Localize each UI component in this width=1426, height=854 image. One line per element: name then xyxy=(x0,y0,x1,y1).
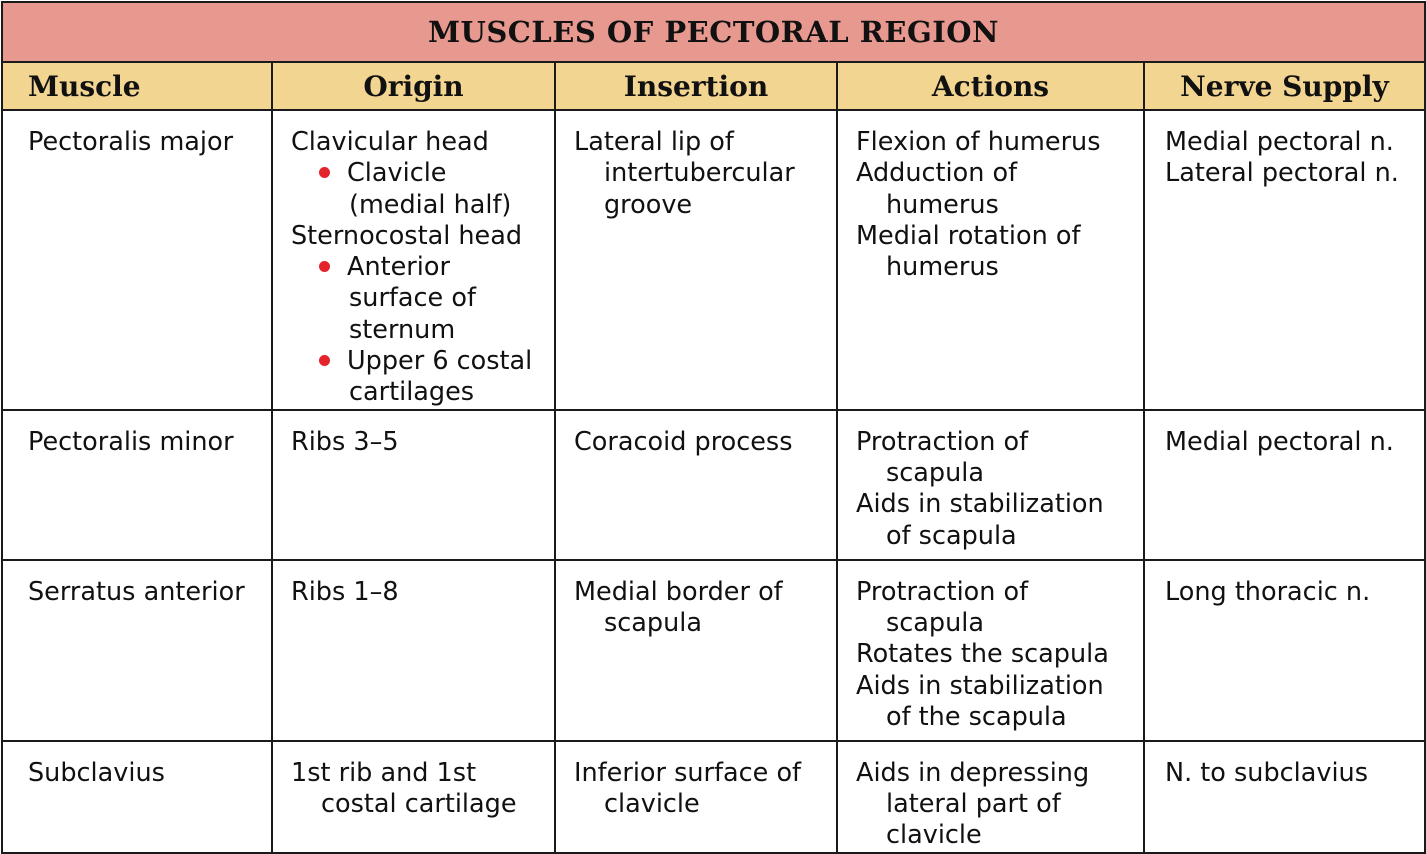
actions-cell: Protraction of scapula Rotates the scapu… xyxy=(836,558,1145,742)
action-line: Rotates the scapula xyxy=(856,639,1109,670)
origin-cell: Ribs 1–8 xyxy=(271,558,556,742)
nerve-line: Medial pectoral n. xyxy=(1165,127,1394,157)
muscle-cell: Subclavius xyxy=(1,739,273,854)
origin-bullet-item: Anterior surface of sternum xyxy=(291,252,544,346)
action-line: Aids in depressing lateral part of clavi… xyxy=(856,757,1090,851)
table-row: Pectoralis major Clavicular head Clavicl… xyxy=(1,109,1426,411)
origin-line: Ribs 3–5 xyxy=(291,426,399,457)
table-title: MUSCLES OF PECTORAL REGION xyxy=(1,1,1426,63)
insertion-cell: Lateral lip of intertubercular groove xyxy=(554,109,838,411)
actions-cell: Aids in depressing lateral part of clavi… xyxy=(836,739,1145,854)
header-row: Muscle Origin Insertion Actions Nerve Su… xyxy=(1,61,1426,111)
nerve-line: Medial pectoral n. xyxy=(1165,426,1394,457)
insertion-line: Inferior surface of clavicle xyxy=(574,757,802,819)
insertion-line: Coracoid process xyxy=(574,426,793,457)
actions-cell: Protraction of scapula Aids in stabiliza… xyxy=(836,408,1145,561)
actions-cell: Flexion of humerus Adduction of humerus … xyxy=(836,109,1145,411)
nerve-line: Lateral pectoral n. xyxy=(1165,158,1399,189)
action-line: Flexion of humerus xyxy=(856,127,1101,157)
muscle-cell: Pectoralis minor xyxy=(1,408,273,561)
origin-cell: Ribs 3–5 xyxy=(271,408,556,561)
nerve-cell: N. to subclavius xyxy=(1143,739,1426,854)
nerve-cell: Medial pectoral n. xyxy=(1143,408,1426,561)
insertion-line: Medial border of scapula xyxy=(574,576,783,638)
header-actions: Actions xyxy=(836,61,1145,111)
table-row: Serratus anterior Ribs 1–8 Medial border… xyxy=(1,558,1426,742)
insertion-cell: Inferior surface of clavicle xyxy=(554,739,838,854)
origin-cell: Clavicular head Clavicle (medial half) S… xyxy=(271,109,556,411)
origin-cell: 1st rib and 1st costal cartilage xyxy=(271,739,556,854)
title-row: MUSCLES OF PECTORAL REGION xyxy=(1,1,1426,63)
insertion-cell: Coracoid process xyxy=(554,408,838,561)
nerve-cell: Medial pectoral n. Lateral pectoral n. xyxy=(1143,109,1426,411)
origin-bullet-item: Upper 6 costal cartilages xyxy=(291,346,544,409)
nerve-cell: Long thoracic n. xyxy=(1143,558,1426,742)
action-line: Aids in stabilization of scapula xyxy=(856,489,1104,551)
origin-line: Sternocostal head xyxy=(291,220,523,251)
origin-line: Ribs 1–8 xyxy=(291,576,399,607)
nerve-line: Long thoracic n. xyxy=(1165,576,1371,607)
origin-line: 1st rib and 1st costal cartilage xyxy=(291,757,517,819)
header-muscle: Muscle xyxy=(1,61,273,111)
header-origin: Origin xyxy=(271,61,556,111)
nerve-line: N. to subclavius xyxy=(1165,757,1368,788)
action-line: Protraction of scapula xyxy=(856,576,1029,638)
origin-bullet-item: Clavicle (medial half) xyxy=(291,158,544,221)
insertion-cell: Medial border of scapula xyxy=(554,558,838,742)
table-row: Pectoralis minor Ribs 3–5 Coracoid proce… xyxy=(1,408,1426,561)
action-line: Aids in stabilization of the scapula xyxy=(856,670,1104,732)
muscle-cell: Serratus anterior xyxy=(1,558,273,742)
header-insertion: Insertion xyxy=(554,61,838,111)
action-line: Protraction of scapula xyxy=(856,426,1029,488)
action-line: Adduction of humerus xyxy=(856,158,1018,220)
header-nerve-supply: Nerve Supply xyxy=(1143,61,1426,111)
origin-line: Clavicular head xyxy=(291,127,489,157)
muscle-cell: Pectoralis major xyxy=(1,109,273,411)
insertion-line: Lateral lip of intertubercular groove xyxy=(574,127,795,220)
action-line: Medial rotation of humerus xyxy=(856,220,1081,283)
table-row: Subclavius 1st rib and 1st costal cartil… xyxy=(1,739,1426,854)
